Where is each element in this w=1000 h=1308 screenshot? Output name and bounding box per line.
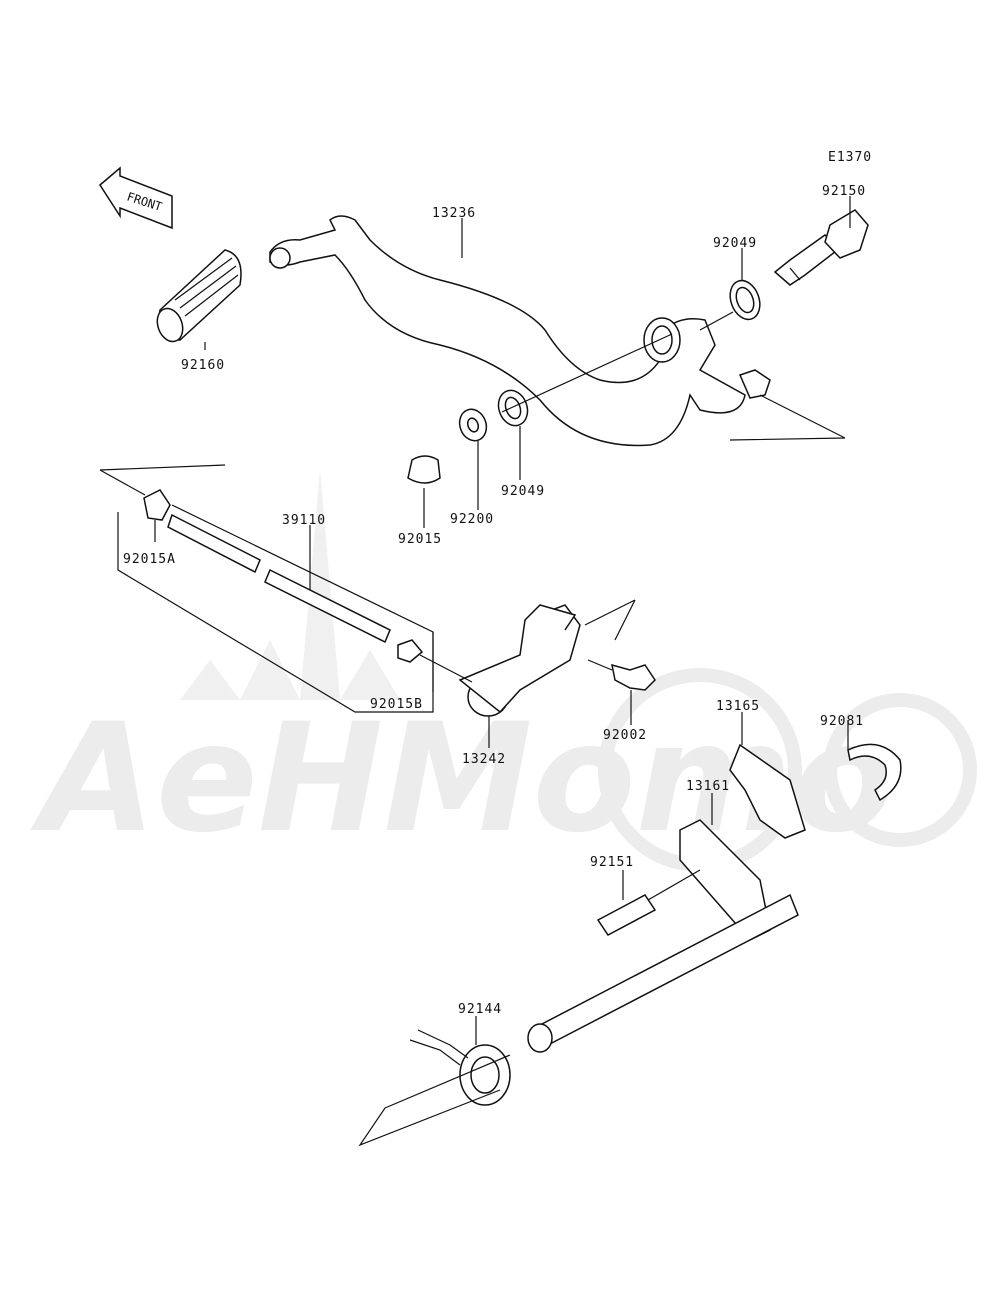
bolt-92002 xyxy=(611,663,656,691)
part-label-92015: 92015 xyxy=(398,532,442,547)
front-arrow-icon: FRONT xyxy=(99,166,173,230)
part-label-92151: 92151 xyxy=(590,855,634,870)
part-label-13236: 13236 xyxy=(432,206,476,221)
part-label-92160: 92160 xyxy=(181,358,225,373)
part-label-92015B: 92015B xyxy=(370,697,423,712)
shift-pedal xyxy=(269,215,771,447)
pin-92151 xyxy=(596,894,657,936)
part-label-13242: 13242 xyxy=(462,752,506,767)
part-label-92015A: 92015A xyxy=(123,552,176,567)
part-label-92081: 92081 xyxy=(820,714,864,729)
leader-lines xyxy=(99,196,851,1147)
part-label-92049-top: 92049 xyxy=(713,236,757,251)
part-label-39110: 39110 xyxy=(282,513,326,528)
part-label-92002: 92002 xyxy=(603,728,647,743)
bolt-92150 xyxy=(773,209,869,286)
part-labels: 92150 92049 13236 92160 92049 92200 9201… xyxy=(123,184,866,1017)
ref-code: E1370 xyxy=(828,150,872,165)
part-label-13161: 13161 xyxy=(686,779,730,794)
part-label-92049-bottom: 92049 xyxy=(501,484,545,499)
part-label-92200: 92200 xyxy=(450,512,494,527)
tie-rod-39110 xyxy=(143,489,424,663)
spring-92144 xyxy=(409,1029,511,1106)
pedal-rubber-92160 xyxy=(156,249,242,343)
part-label-13165: 13165 xyxy=(716,699,760,714)
part-label-92144: 92144 xyxy=(458,1002,502,1017)
circlip-92081 xyxy=(847,743,902,802)
lever-13242 xyxy=(458,604,581,717)
shift-shaft-13161 xyxy=(527,819,799,1053)
part-label-92150: 92150 xyxy=(822,184,866,199)
plate-13165 xyxy=(729,743,806,839)
cap-nut-92015 xyxy=(407,455,441,484)
